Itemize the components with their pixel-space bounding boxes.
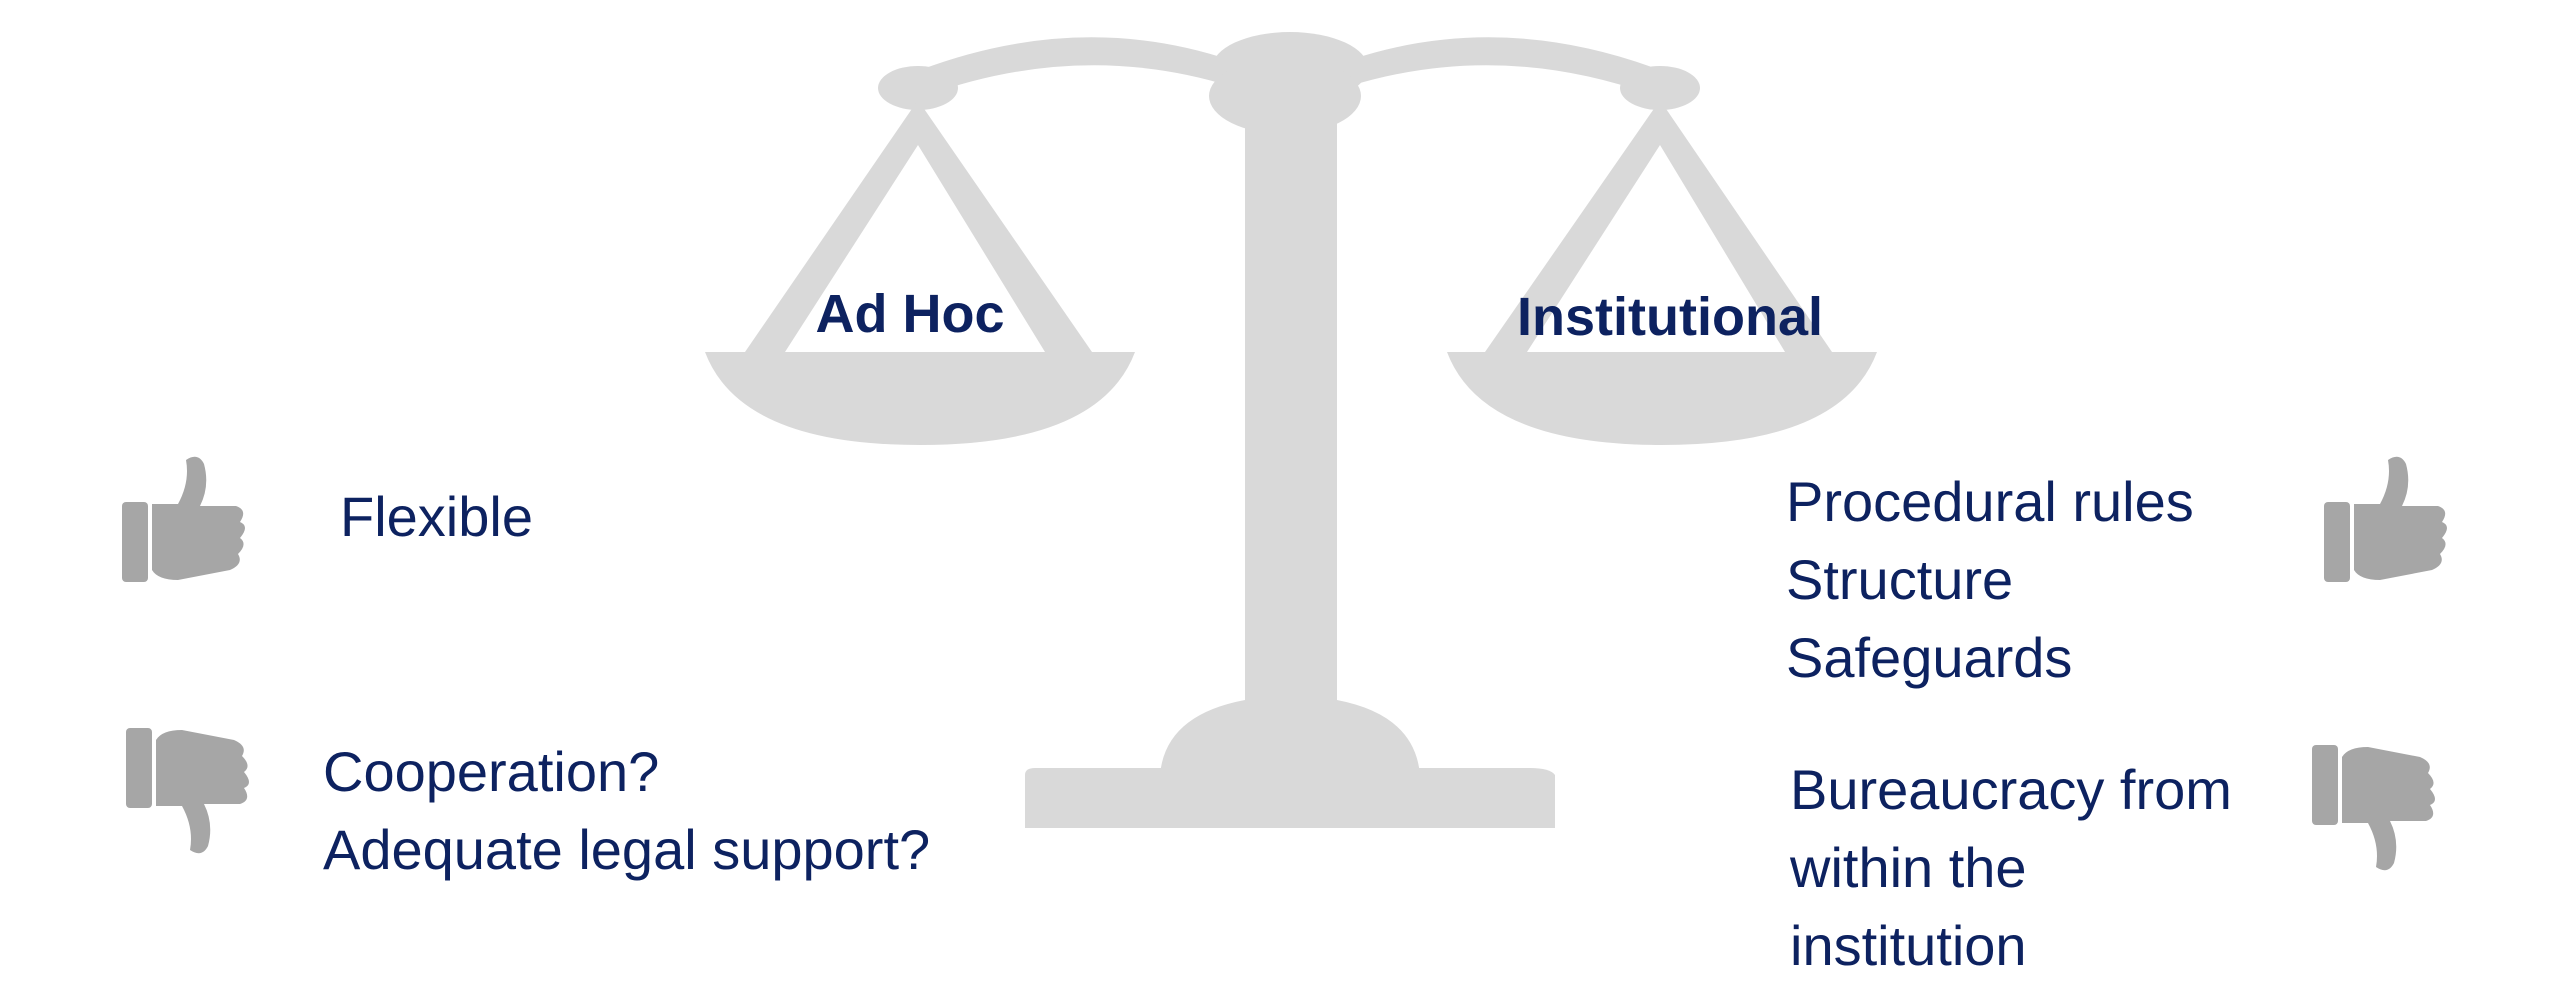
ad-hoc-pros: Flexible — [340, 478, 533, 556]
scale-pillar — [1245, 100, 1337, 700]
con-item: Adequate legal support? — [323, 818, 931, 881]
con-item: Bureaucracy from — [1790, 758, 2232, 821]
thumbs-up-icon — [2324, 456, 2447, 582]
thumbs-down-icon — [2312, 745, 2435, 871]
scale-left-pan — [705, 352, 1135, 445]
pro-item: Structure — [1786, 548, 2014, 611]
scale-left-hanger — [745, 100, 1092, 352]
pro-item: Safeguards — [1786, 626, 2073, 689]
pro-item: Flexible — [340, 485, 533, 548]
con-item: within the — [1790, 836, 2027, 899]
institutional-pros: Procedural rules Structure Safeguards — [1786, 463, 2194, 697]
con-item: Cooperation? — [323, 740, 660, 803]
scale-right-pan — [1447, 352, 1877, 445]
ad-hoc-cons: Cooperation? Adequate legal support? — [323, 733, 930, 889]
scale-base — [1160, 700, 1420, 775]
scale-right-hanger — [1485, 100, 1832, 352]
con-item: institution — [1790, 914, 2027, 977]
institutional-title: Institutional — [1517, 287, 1823, 347]
scale-beam-left — [920, 37, 1230, 96]
thumbs-up-icon — [122, 456, 245, 582]
institutional-cons: Bureaucracy from within the institution — [1790, 751, 2232, 985]
pro-item: Procedural rules — [1786, 470, 2194, 533]
scale-beam-right — [1350, 37, 1660, 96]
ad-hoc-title: Ad Hoc — [815, 284, 1005, 344]
thumbs-down-icon — [126, 728, 249, 854]
